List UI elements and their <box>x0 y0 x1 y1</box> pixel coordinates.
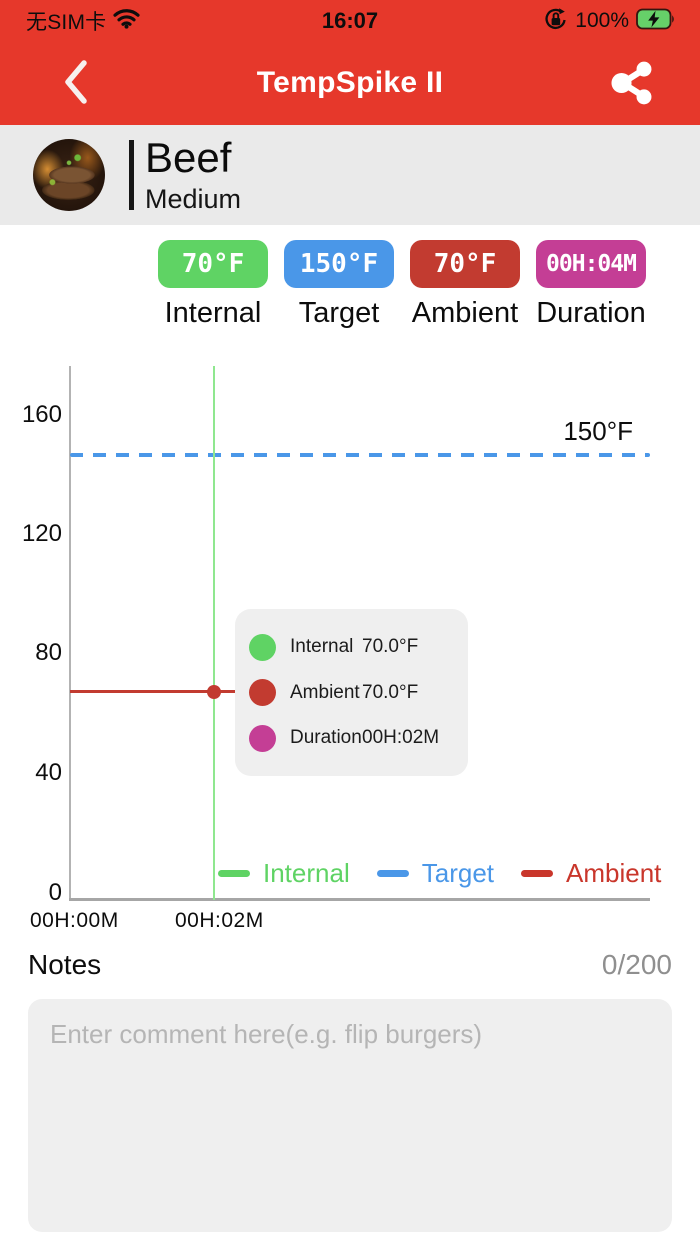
food-doneness: Medium <box>145 184 242 214</box>
clock: 16:07 <box>321 8 379 33</box>
notes-char-counter: 0/200 <box>601 949 672 980</box>
internal-dash-icon <box>218 869 250 877</box>
stat-internal: 70°F Internal <box>158 240 268 330</box>
food-card: Beef Medium <box>0 125 700 225</box>
x-tick-start: 00H:00M <box>30 909 119 932</box>
notes-title: Notes <box>28 949 102 980</box>
tooltip-ambient-value: 70.0°F <box>362 681 419 703</box>
chart-legend: Internal Target Ambient <box>218 857 661 889</box>
target-dash-icon <box>376 869 409 877</box>
divider <box>129 140 134 210</box>
tooltip-ambient-name: Ambient <box>290 681 360 703</box>
ambient-series-line <box>70 690 248 693</box>
legend-ambient: Ambient <box>521 858 661 889</box>
legend-ambient-label: Ambient <box>566 857 662 888</box>
battery-charging-icon <box>636 8 676 35</box>
stat-ambient: 70°F Ambient <box>410 240 520 330</box>
wifi-icon <box>113 8 140 34</box>
duration-dot-icon <box>249 724 276 752</box>
page-title: TempSpike II <box>256 65 444 99</box>
tooltip-row-ambient: Ambient 70.0°F <box>249 679 468 706</box>
data-point-marker <box>207 685 221 699</box>
y-tick-0: 0 <box>48 879 62 906</box>
x-tick-cursor: 00H:02M <box>175 909 264 932</box>
rotation-lock-icon <box>543 7 568 36</box>
ambient-dot-icon <box>249 679 276 706</box>
tooltip-internal-name: Internal <box>290 636 354 657</box>
battery-percent: 100% <box>575 9 629 32</box>
temperature-chart[interactable]: 160 120 80 40 0 150°F Internal 70.0°F Am… <box>0 359 700 939</box>
internal-dot-icon <box>249 633 276 661</box>
stats-row: 70°F Internal 150°F Target 70°F Ambient … <box>0 240 700 330</box>
duration-label: Duration <box>536 297 646 329</box>
target-temp-display: 150°F <box>284 240 394 288</box>
nav-bar: TempSpike II <box>0 40 700 125</box>
chart-tooltip: Internal 70.0°F Ambient 70.0°F Duration … <box>235 609 468 776</box>
share-button[interactable] <box>611 61 655 108</box>
food-name: Beef <box>145 134 232 181</box>
y-tick-160: 160 <box>21 401 62 428</box>
notes-input[interactable] <box>28 999 672 1232</box>
target-dashed-line <box>70 453 650 457</box>
y-tick-120: 120 <box>21 520 62 547</box>
legend-target: Target <box>376 857 494 889</box>
tooltip-duration-name: Duration <box>290 727 362 748</box>
back-button[interactable] <box>62 59 88 108</box>
y-axis-line <box>69 366 71 900</box>
ambient-temp-display: 70°F <box>410 240 520 288</box>
x-axis-line <box>69 898 650 901</box>
y-tick-80: 80 <box>35 639 62 666</box>
legend-target-label: Target <box>421 857 494 888</box>
duration-display: 00H:04M <box>536 240 646 288</box>
carrier-label: 无SIM卡 <box>26 11 107 34</box>
legend-internal-label: Internal <box>263 857 350 888</box>
share-icon <box>611 61 655 108</box>
internal-temp-display: 70°F <box>158 240 268 288</box>
y-tick-40: 40 <box>35 759 62 786</box>
tooltip-row-duration: Duration 00H:02M <box>249 724 468 752</box>
tooltip-internal-value: 70.0°F <box>362 636 419 657</box>
legend-internal: Internal <box>218 858 350 889</box>
tooltip-duration-value: 00H:02M <box>362 727 440 748</box>
stat-target: 150°F Target <box>284 240 394 330</box>
ambient-dash-icon <box>521 869 553 877</box>
target-line-label: 150°F <box>563 416 633 446</box>
status-bar: 无SIM卡 16:07 100% <box>0 0 700 40</box>
time-cursor-line[interactable] <box>213 366 215 900</box>
notes-header: Notes 0/200 <box>0 947 700 983</box>
internal-label: Internal <box>164 297 262 329</box>
tooltip-row-internal: Internal 70.0°F <box>249 633 468 661</box>
food-photo <box>33 139 105 211</box>
target-label: Target <box>298 297 380 329</box>
stat-duration: 00H:04M Duration <box>536 240 646 330</box>
ambient-label: Ambient <box>411 297 519 329</box>
chevron-left-icon <box>62 60 88 108</box>
